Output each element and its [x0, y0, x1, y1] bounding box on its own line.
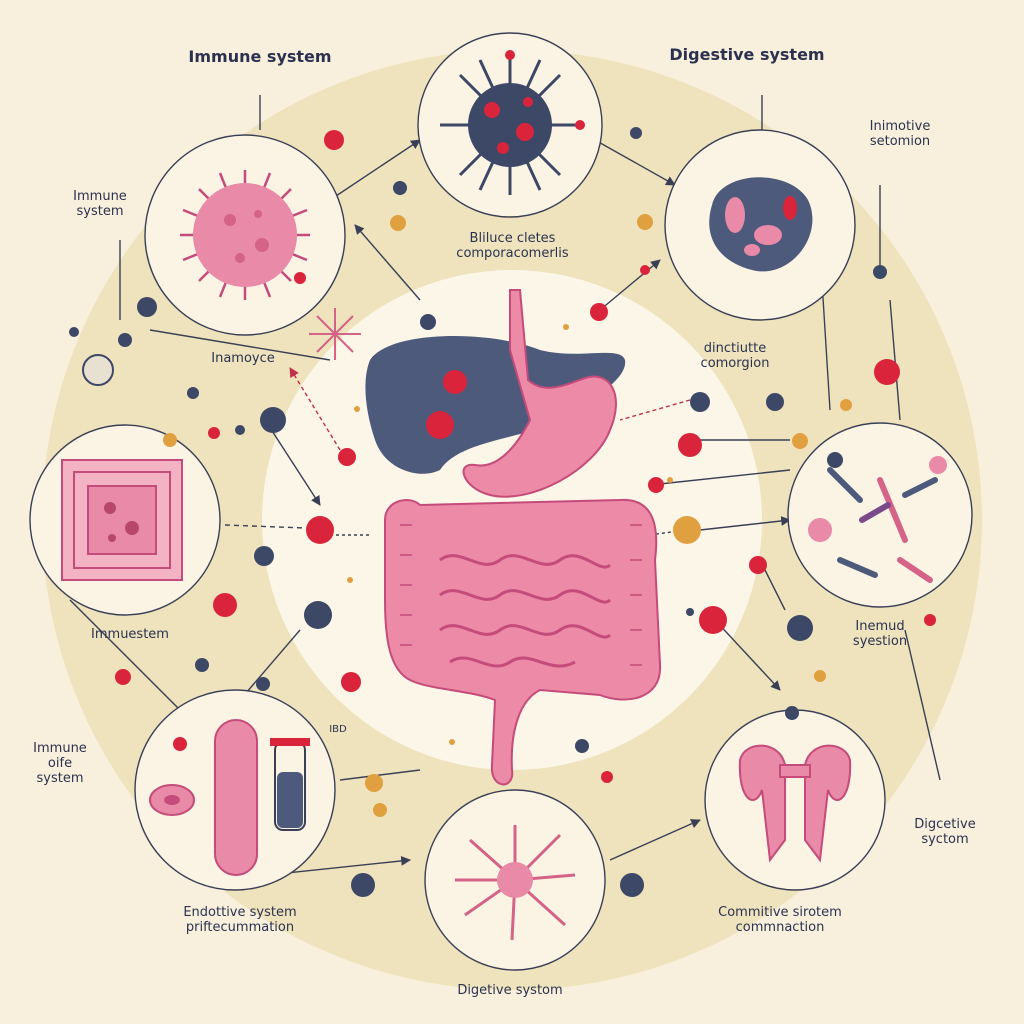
label-bottom-left: Endottive system priftecummation: [183, 905, 297, 935]
label-center-top: Bliluce cletes comporacomerlis: [456, 231, 569, 261]
node-test-tube: [134, 689, 336, 891]
label-right-upper: Inimotive setomion: [869, 119, 931, 149]
decorative-stars: [347, 215, 673, 745]
node-immune-cell: [417, 32, 603, 218]
label-right-lower: Digcetive syctom: [914, 817, 976, 847]
label-bottom-right: Commitive sirotem commnaction: [718, 905, 842, 935]
node-pancreas: [704, 709, 886, 891]
node-neuron: [424, 789, 606, 971]
label-bottom: Digetive systom: [457, 983, 563, 998]
center-digestive-organs: [365, 289, 662, 786]
label-center-right: dinctiutte comorgion: [700, 341, 770, 371]
node-virus: [144, 134, 346, 336]
scattered-dots: [69, 127, 936, 897]
label-left-lower: Immune oife system: [33, 741, 87, 786]
red-dashed-lines: [289, 367, 691, 451]
label-small-tag: IBD: [329, 724, 347, 735]
label-top-right: Digestive system: [669, 45, 825, 64]
node-bacteria: [787, 422, 973, 608]
label-left-middle: Immuestem: [91, 627, 169, 642]
decorative-burst: [309, 308, 361, 360]
connector-lines: [40, 95, 941, 881]
node-tissue: [29, 424, 221, 616]
label-center-left: Inamoyce: [211, 351, 275, 366]
label-left-upper: Immune system: [73, 189, 127, 219]
label-top-left: Immune system: [188, 47, 332, 66]
node-macrophage: [664, 129, 856, 321]
label-right-middle: Inemud syestion: [852, 619, 908, 649]
